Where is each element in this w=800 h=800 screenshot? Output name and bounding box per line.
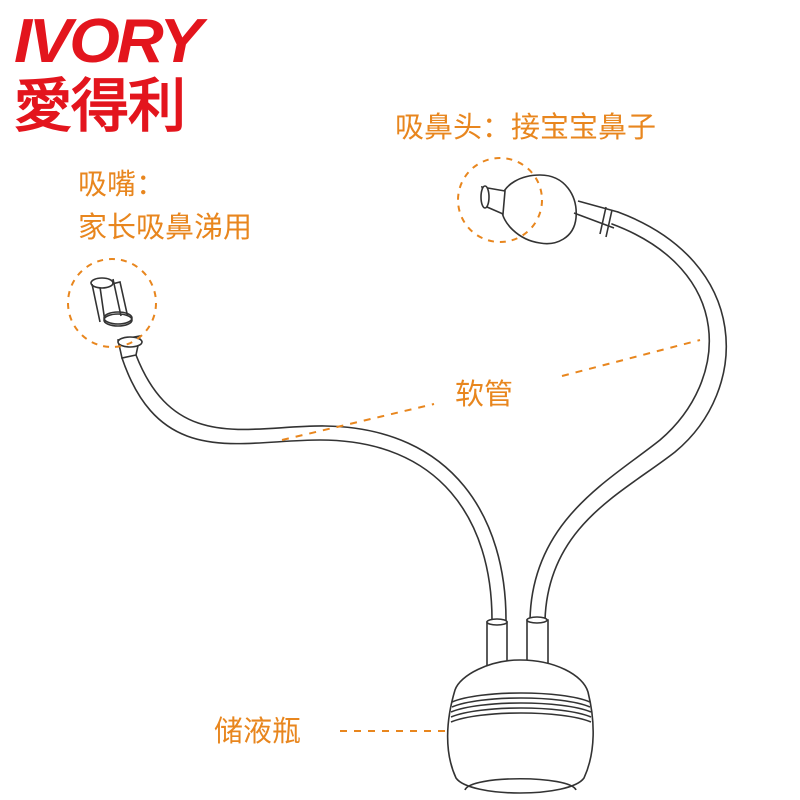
mouthpiece-label-title: 吸嘴：: [78, 167, 166, 201]
nasal-tip: [480, 174, 619, 245]
soft-tube: [121, 211, 727, 621]
brand-name-en: IVORY: [14, 7, 203, 76]
tube-leader-line-left: [281, 403, 435, 441]
mouthpiece-label-desc: 家长吸鼻涕用: [78, 210, 253, 244]
nasal-tip-callout-circle: [457, 157, 543, 243]
storage-bottle: [446, 616, 594, 794]
bottle-label: 储液瓶: [214, 714, 302, 748]
brand-logo: IVORY 愛得利: [14, 10, 224, 140]
mouthpiece: [90, 277, 143, 359]
mouthpiece-callout-circle: [67, 258, 157, 348]
nasal-tip-label: 吸鼻头：接宝宝鼻子: [395, 110, 657, 144]
tube-leader-line-right: [561, 339, 701, 377]
brand-name-cn: 愛得利: [14, 72, 186, 140]
tube-label: 软管: [455, 377, 514, 411]
